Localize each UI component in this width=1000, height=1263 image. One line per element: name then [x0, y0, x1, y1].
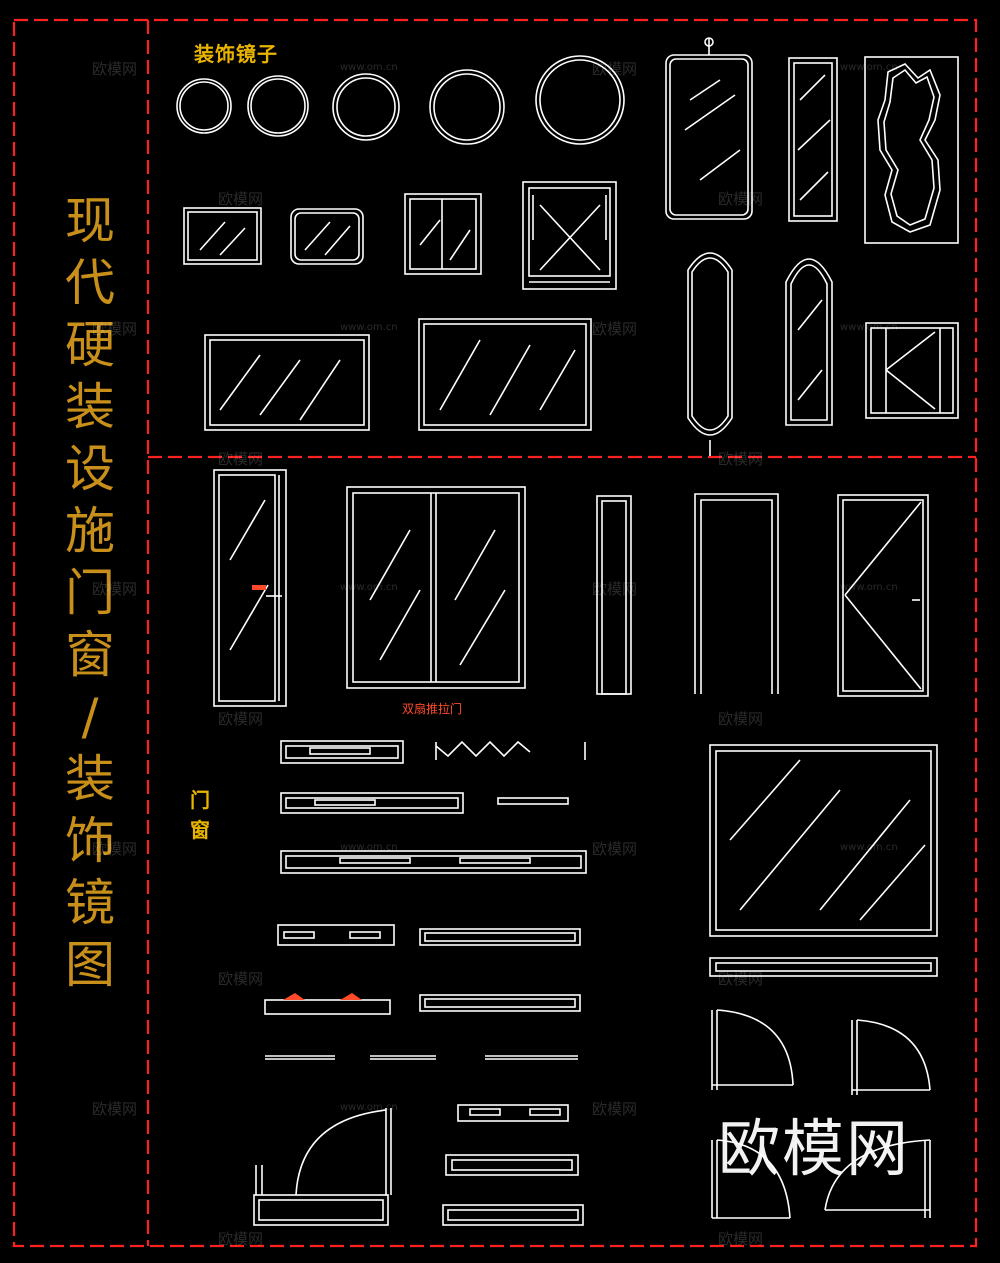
watermark: 欧模网 [592, 840, 638, 858]
round-mirror-1 [176, 78, 232, 134]
capsule-mirror [687, 252, 733, 456]
watermark-url: www.om.cn [840, 62, 898, 73]
round-mirror-4 [429, 69, 505, 145]
watermark: 欧模网 [718, 1230, 764, 1248]
title-char: 镜 [65, 874, 115, 932]
watermark: 欧模网 [718, 710, 764, 728]
title-char: 饰 [65, 812, 115, 870]
watermark-url: www.om.cn [340, 62, 398, 73]
title-char: 窗 [65, 626, 115, 684]
watermark-url: www.om.cn [840, 582, 898, 593]
door-frame-wide [694, 493, 779, 694]
watermark-url: www.om.cn [340, 582, 398, 593]
brand-logo: 欧模网 [718, 1112, 911, 1185]
narrow-mirror [788, 57, 838, 222]
watermark: 欧模网 [92, 840, 138, 858]
large-mirror-1 [204, 334, 370, 431]
door-swing-plan-left [253, 1108, 392, 1226]
cabinet-mirror [404, 193, 482, 275]
watermark: 欧模网 [218, 970, 264, 988]
watermark: 欧模网 [718, 190, 764, 208]
watermark: 欧模网 [92, 580, 138, 598]
hanging-mirror [665, 37, 753, 220]
round-mirror-5 [535, 55, 625, 145]
watermark-url: www.om.cn [840, 842, 898, 853]
door-label-char: 门 [190, 788, 210, 812]
outer-frame [12, 18, 978, 1248]
watermark: 欧模网 [718, 450, 764, 468]
irregular-mirror [864, 56, 959, 244]
double-sliding-door [346, 486, 526, 689]
round-mirror-3 [332, 73, 400, 141]
rect-mirror-1 [183, 207, 262, 265]
watermark: 欧模网 [218, 710, 264, 728]
arch-mirror [785, 258, 833, 426]
rect-mirror-2 [290, 208, 364, 265]
watermark: 欧模网 [718, 970, 764, 988]
framed-cabinet-mirror [522, 181, 617, 290]
sliding-door-label: 双扇推拉门 [402, 702, 463, 716]
title-char: 门 [65, 564, 115, 622]
title-char: 现 [65, 192, 115, 250]
title-char: 设 [65, 440, 115, 498]
door-frame-narrow [596, 495, 632, 695]
watermark: 欧模网 [92, 320, 138, 338]
watermark-url: www.om.cn [340, 1102, 398, 1113]
plan-symbols [264, 740, 587, 1226]
title-char: 代 [65, 254, 115, 312]
red-accents [252, 585, 362, 1000]
title-char: 装 [65, 378, 115, 436]
watermark: 欧模网 [592, 580, 638, 598]
large-window [709, 744, 938, 977]
door-window-label: 门 窗 [190, 785, 214, 845]
round-mirror-2 [247, 75, 309, 137]
watermark-url: www.om.cn [340, 322, 398, 333]
watermark-url: www.om.cn [340, 842, 398, 853]
large-mirror-2 [418, 318, 592, 431]
watermark: 欧模网 [592, 60, 638, 78]
watermark: 欧模网 [218, 450, 264, 468]
title-char: 图 [65, 936, 115, 994]
door-swing-plan-right [711, 1009, 931, 1219]
window-label-char: 窗 [190, 818, 210, 842]
mirror-section-label: 装饰镜子 [194, 42, 278, 66]
single-glass-door [213, 469, 287, 707]
title-char: 装 [65, 750, 115, 808]
watermark: 欧模网 [592, 1100, 638, 1118]
section-frames [12, 18, 978, 1248]
watermark: 欧模网 [218, 190, 264, 208]
swing-door [837, 494, 929, 697]
folded-mirror [865, 322, 959, 419]
watermark: 欧模网 [218, 1230, 264, 1248]
watermark-url: www.om.cn [840, 322, 898, 333]
title-char: 硬 [65, 316, 115, 374]
vertical-title: 现代硬装设施门窗/装饰镜图 [58, 190, 122, 996]
watermark: 欧模网 [92, 60, 138, 78]
title-char: / [81, 688, 99, 746]
title-char: 施 [65, 502, 115, 560]
watermark: 欧模网 [592, 320, 638, 338]
watermark: 欧模网 [92, 1100, 138, 1118]
